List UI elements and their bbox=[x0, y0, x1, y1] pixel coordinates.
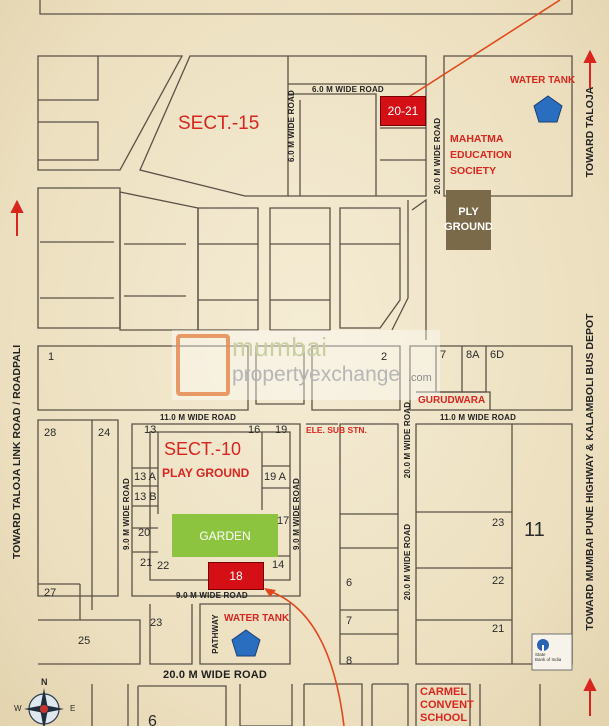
water-tank-label: WATER TANK bbox=[224, 613, 290, 624]
watermark-text: mumbai bbox=[232, 332, 328, 362]
watermark-panel bbox=[172, 330, 440, 400]
watermark-text: propertyexchange bbox=[232, 363, 401, 386]
plot-number: 27 bbox=[44, 587, 57, 599]
plot-number: 21 bbox=[492, 623, 505, 635]
water-tank-icon bbox=[231, 629, 261, 657]
road-label-9m-vertical: 9.0 M WIDE ROAD bbox=[292, 478, 301, 550]
plot-18-highlight[interactable]: 18 bbox=[208, 562, 264, 590]
plot-number: 11 bbox=[524, 519, 545, 541]
plot-number: 7 bbox=[346, 615, 353, 627]
ply-ground-area: PLY GROUND bbox=[444, 190, 493, 250]
road-label-20m-vertical: 20.0 M WIDE ROAD bbox=[433, 117, 442, 195]
direction-label-bottom-right: TOWARD MUMBAI PUNE HIGHWAY & KALAMBOLI B… bbox=[584, 313, 596, 631]
plot-number: 16 bbox=[248, 424, 261, 436]
road-label-6m-vertical: 6.0 M WIDE ROAD bbox=[287, 90, 296, 162]
garden-area: GARDEN bbox=[172, 514, 278, 557]
arrow-head-icon bbox=[264, 588, 276, 597]
plot-number: 23 bbox=[150, 617, 163, 629]
road-label-6m: 6.0 M WIDE ROAD bbox=[312, 85, 384, 94]
compass-rose-icon bbox=[24, 688, 64, 726]
road-label-11m: 11.0 M WIDE ROAD bbox=[160, 413, 237, 422]
plot-number: 17 bbox=[277, 515, 290, 527]
ply-ground-label: PLY bbox=[458, 206, 479, 219]
road-label-11m: 11.0 M WIDE ROAD bbox=[440, 413, 517, 422]
pointer-arrow-20-21 bbox=[403, 0, 561, 101]
ele-sub-stn-label: ELE. SUB STN. bbox=[306, 425, 367, 435]
plot-number: 6D bbox=[490, 349, 505, 361]
plot-number: 13 B bbox=[134, 491, 157, 503]
sbi-logo-icon bbox=[531, 633, 573, 671]
water-tank-label: WATER TANK bbox=[510, 75, 576, 86]
sector-15-label: SECT.-15 bbox=[178, 113, 260, 134]
pathway-label: PATHWAY bbox=[211, 614, 220, 654]
plot-number: 20 bbox=[138, 527, 151, 539]
plot-number: 22 bbox=[492, 575, 505, 587]
road-label-9m: 9.0 M WIDE ROAD bbox=[176, 591, 248, 600]
gurudwara-label: GURUDWARA bbox=[418, 395, 486, 406]
pointer-arrow-18 bbox=[265, 589, 345, 726]
plot-number: 1 bbox=[48, 351, 55, 363]
plot-number: 2 bbox=[381, 351, 388, 363]
plot-number: 8 bbox=[346, 655, 353, 667]
direction-label-top-right: TOWARD TALOJA bbox=[584, 86, 596, 178]
plot-number: 28 bbox=[44, 427, 57, 439]
plot-number: 13 A bbox=[134, 471, 157, 483]
road-label-20m: 20.0 M WIDE ROAD bbox=[163, 669, 268, 681]
play-ground-label: PLAY GROUND bbox=[162, 466, 250, 480]
sector-10-label: SECT.-10 bbox=[164, 439, 242, 459]
plot-number: 14 bbox=[272, 559, 285, 571]
plot-number: 6 bbox=[346, 577, 353, 589]
plot-number: 19 bbox=[275, 424, 288, 436]
plot-number: 19 A bbox=[264, 471, 287, 483]
plot-number: 8A bbox=[466, 349, 480, 361]
plot-number: 21 bbox=[140, 557, 153, 569]
road-label-9m-vertical: 9.0 M WIDE ROAD bbox=[122, 478, 131, 550]
compass-north: N bbox=[41, 677, 48, 687]
plot-number: 24 bbox=[98, 427, 111, 439]
watermark-logo-icon bbox=[176, 334, 230, 396]
compass-west: W bbox=[14, 704, 22, 713]
watermark-tld: .com bbox=[408, 372, 432, 384]
plot-number: 25 bbox=[78, 635, 91, 647]
road-label-20m-vertical: 20.0 M WIDE ROAD bbox=[403, 523, 412, 601]
ply-ground-label: GROUND bbox=[444, 221, 493, 233]
plot-number: 23 bbox=[492, 517, 505, 529]
water-tank-icon bbox=[533, 95, 563, 123]
plot-number: 7 bbox=[440, 349, 447, 361]
plot-number: 6 bbox=[148, 713, 157, 726]
compass-east: E bbox=[70, 704, 76, 713]
plot-number: 13 bbox=[144, 424, 157, 436]
direction-label-left: TOWARD TALOJA LINK ROAD / ROADPALI bbox=[11, 344, 23, 560]
plot-20-21-highlight[interactable]: 20-21 bbox=[380, 96, 426, 126]
plot-number: 22 bbox=[157, 560, 170, 572]
road-label-20m-vertical: 20.0 M WIDE ROAD bbox=[403, 401, 412, 479]
